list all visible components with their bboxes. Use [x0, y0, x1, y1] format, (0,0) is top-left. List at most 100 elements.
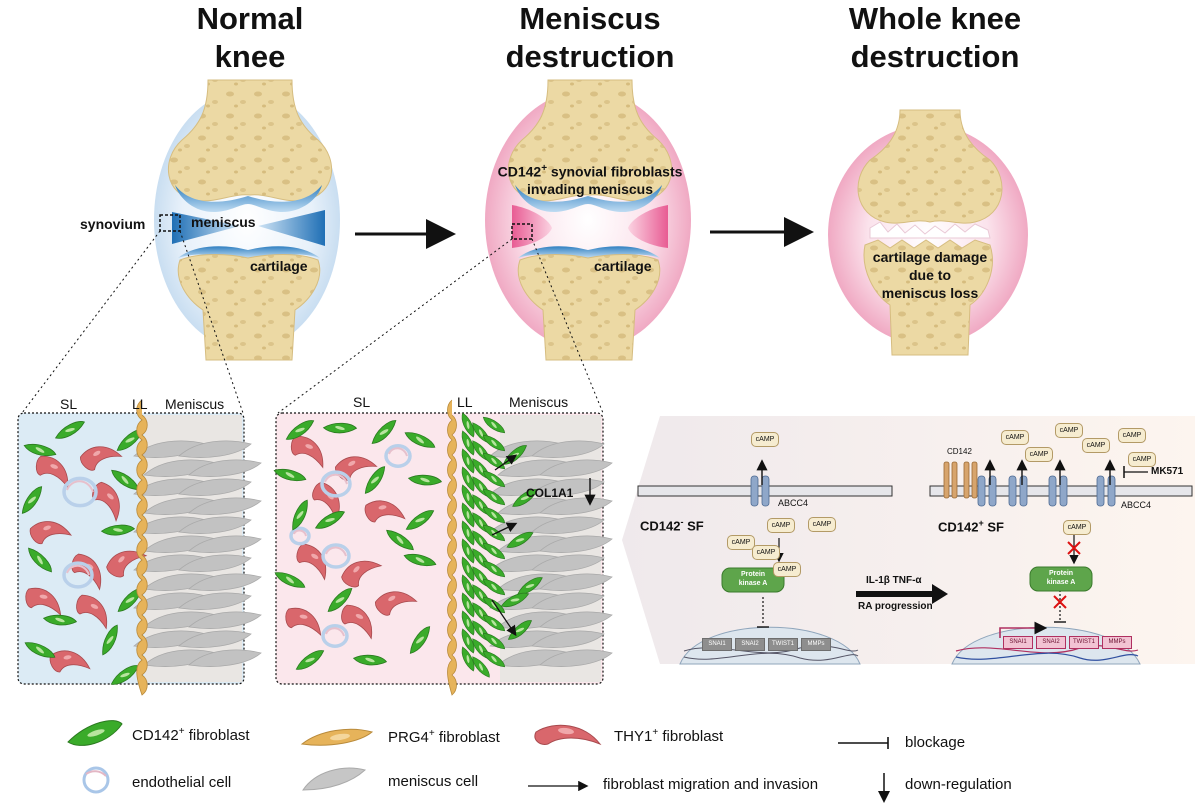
legend-blockage: blockage [905, 734, 966, 751]
cd142-fibroblast [295, 650, 325, 670]
legend-meniscus-cell: meniscus cell [388, 773, 479, 790]
meniscus-cell [539, 573, 613, 591]
pka-left [721, 567, 785, 593]
camp-pill: cAMP [1001, 430, 1029, 445]
endothelial-cell [321, 543, 351, 569]
cd142-fibroblast [371, 420, 397, 444]
prg4-fibroblast-layer [136, 399, 148, 696]
endothelial-cells [289, 444, 412, 648]
thy1-fibroblast [29, 521, 73, 545]
cd142-fibroblast [42, 614, 78, 626]
cd142-fibroblast [54, 421, 86, 439]
panel2-meniscus-label: Meniscus [509, 394, 569, 410]
camp-pill: cAMP [1082, 438, 1110, 453]
legend-migration: fibroblast migration and invasion [603, 776, 819, 793]
meniscus-cell [188, 611, 262, 629]
tibia-bone [863, 239, 993, 356]
cd142-fibroblast [482, 560, 506, 578]
meniscus-cell [188, 535, 262, 553]
thy1-fibroblast [25, 587, 62, 617]
meniscus-cell [539, 611, 613, 629]
legend-down-regulation: down-regulation [905, 776, 1012, 793]
cd142-fibroblast [405, 510, 435, 530]
cartilage-top [515, 185, 662, 213]
cd142-fibroblast [28, 547, 52, 573]
meniscus-cell [178, 630, 252, 648]
cd142-fibroblast [461, 610, 475, 636]
thy1-fibroblast [92, 481, 120, 522]
femur-bone [507, 79, 673, 202]
cd142-fibroblast [386, 529, 414, 551]
cd142-fibroblast [24, 642, 56, 658]
cd142-fibroblast [461, 520, 475, 546]
meniscus-cell [539, 535, 613, 553]
camp-pill: cAMP [727, 535, 755, 550]
cd142-fibroblast [482, 506, 506, 524]
endothelial-cell [321, 624, 349, 648]
cell-label-cd142-neg: CD142- SF [640, 517, 704, 534]
meniscus-left [172, 212, 240, 244]
cd142-fibroblast [100, 524, 136, 536]
meniscus-cell [188, 573, 262, 591]
cd142-fibroblast [461, 502, 475, 528]
thy1-fibroblast [375, 591, 418, 616]
cd142-fibroblast [482, 614, 506, 632]
gene-box: SNAI2 [1036, 636, 1066, 649]
cd142-fibroblast [482, 416, 506, 434]
meniscus-remnant-right [628, 205, 668, 248]
camp-pill: cAMP [1025, 447, 1053, 462]
pka-right [1029, 566, 1093, 592]
gene-box: SNAI1 [702, 638, 732, 651]
cd142-fibroblast [404, 432, 436, 448]
meniscus-cells [489, 440, 613, 667]
camp-pill: cAMP [767, 518, 795, 533]
cd142-fibroblast [403, 554, 437, 567]
camp-pill: cAMP [1128, 452, 1156, 467]
meniscus-cell [178, 554, 252, 572]
tibia-bone [517, 254, 661, 361]
mechanism-panel [622, 416, 1195, 665]
ra-progression-arrow [856, 584, 948, 604]
cd142-fibroblast [322, 422, 358, 434]
meniscus-cell [178, 592, 252, 610]
cd142-fibroblast [500, 592, 530, 607]
cd142-receptor-label: CD142 [947, 447, 972, 456]
endothelial-cell [289, 526, 311, 546]
cd142-fibroblast [461, 556, 475, 582]
thy1-fibroblast [49, 650, 91, 673]
cd142-fibroblast [482, 434, 506, 452]
cd142-fibroblast [461, 448, 475, 474]
legend-meniscus-cell-icon [302, 767, 367, 791]
prg4-fibroblast-layer [447, 399, 457, 696]
thy1-fibroblast [106, 550, 148, 578]
femur-bone [857, 109, 1003, 224]
zoom-box-normal [159, 214, 181, 232]
cd142-fibroblast [461, 646, 475, 672]
cd142-fibroblast [407, 474, 443, 486]
title-normal-knee: Normal knee [196, 1, 304, 74]
thy1-fibroblast [35, 455, 69, 489]
label-invading-meniscus: CD142+ synovial fibroblasts invading men… [497, 163, 683, 197]
knee-whole-destruction [828, 109, 1028, 356]
meniscus-cell [178, 478, 252, 496]
cd142-fibroblast [352, 654, 388, 666]
legend-endothelial-icon [82, 766, 110, 794]
mk571-label: MK571 [1151, 466, 1184, 477]
label-cartilage-normal: cartilage [250, 258, 308, 274]
endothelial-cell [320, 470, 352, 498]
label-cartilage-damage: cartilage damage due to meniscus loss [872, 249, 988, 301]
gene-box: SNAI2 [735, 638, 765, 651]
meniscus-cell [531, 440, 605, 458]
cd142-fibroblast [292, 499, 308, 531]
cd142-receptors [943, 461, 978, 499]
export-arrows [756, 459, 1116, 485]
cd142-lining-expansion [461, 412, 543, 678]
meniscus-cell [531, 592, 605, 610]
thy1-fibroblast [285, 607, 322, 637]
cd142-fibroblast [461, 592, 475, 618]
